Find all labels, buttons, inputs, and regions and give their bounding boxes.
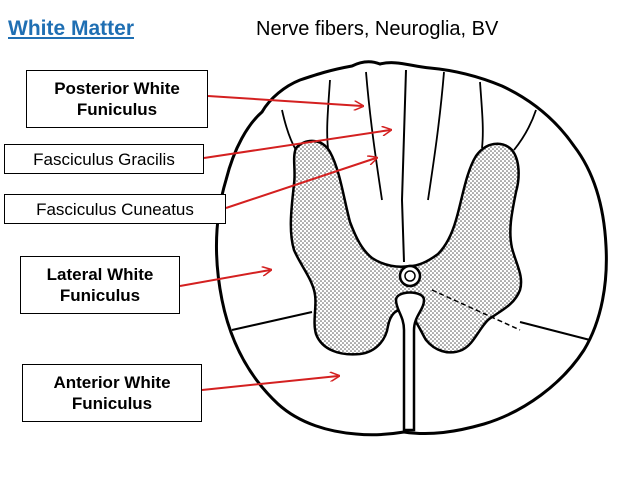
posterior-median-septum (400, 69, 407, 263)
posterior-root-right (513, 109, 537, 151)
label-posterior-white-funiculus: Posterior White Funiculus (26, 70, 208, 128)
arrow-lateral (179, 270, 270, 287)
arrow-gracilis (203, 130, 390, 159)
label-fasciculus-cuneatus: Fasciculus Cuneatus (4, 194, 226, 224)
lateral-boundary-right (519, 321, 591, 341)
arrow-cuneatus (225, 158, 376, 209)
slide-title: White Matter (8, 17, 134, 40)
grey-matter (289, 139, 523, 356)
label-anterior-white-funiculus: Anterior White Funiculus (22, 364, 202, 422)
lateral-boundary-left (231, 311, 313, 331)
septum-left (365, 71, 383, 201)
posterior-root-left (281, 109, 297, 151)
arrow-posterior (207, 95, 362, 106)
dashed-boundary (431, 289, 521, 331)
septum-right (427, 71, 445, 201)
gracilis-left-line (326, 79, 331, 149)
anterior-median-fissure (394, 291, 426, 432)
gracilis-right-line (479, 81, 484, 149)
label-fasciculus-gracilis: Fasciculus Gracilis (4, 144, 204, 174)
label-lateral-white-funiculus: Lateral White Funiculus (20, 256, 180, 314)
slide-subtitle: Nerve fibers, Neuroglia, BV (256, 18, 499, 40)
arrow-anterior (201, 376, 338, 391)
